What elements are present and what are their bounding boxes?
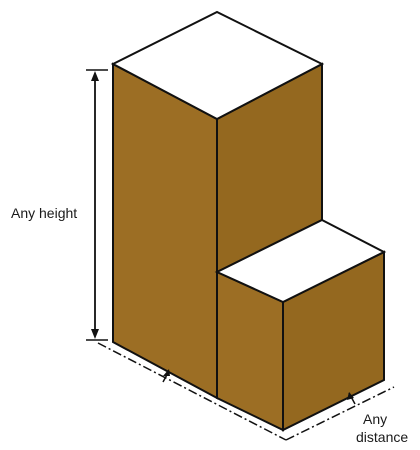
distance-dimension — [97, 342, 395, 441]
distance-baseline-right — [285, 386, 395, 441]
tall-block — [110, 10, 325, 400]
distance-baseline — [97, 342, 287, 441]
height-dimension — [86, 69, 108, 341]
distance-arrow-right — [347, 392, 354, 400]
distance-label-line2: distance — [356, 429, 408, 445]
tall-block-left-face — [112, 62, 218, 400]
short-block — [214, 218, 387, 432]
short-block-top-face — [214, 218, 387, 304]
height-arrow-down — [91, 329, 99, 339]
tall-block-top-face — [110, 10, 325, 121]
distance-arrow-left — [163, 369, 170, 376]
height-label: Any height — [11, 205, 77, 221]
height-arrow-up — [91, 71, 99, 81]
distance-label-line1: Any — [363, 411, 387, 427]
